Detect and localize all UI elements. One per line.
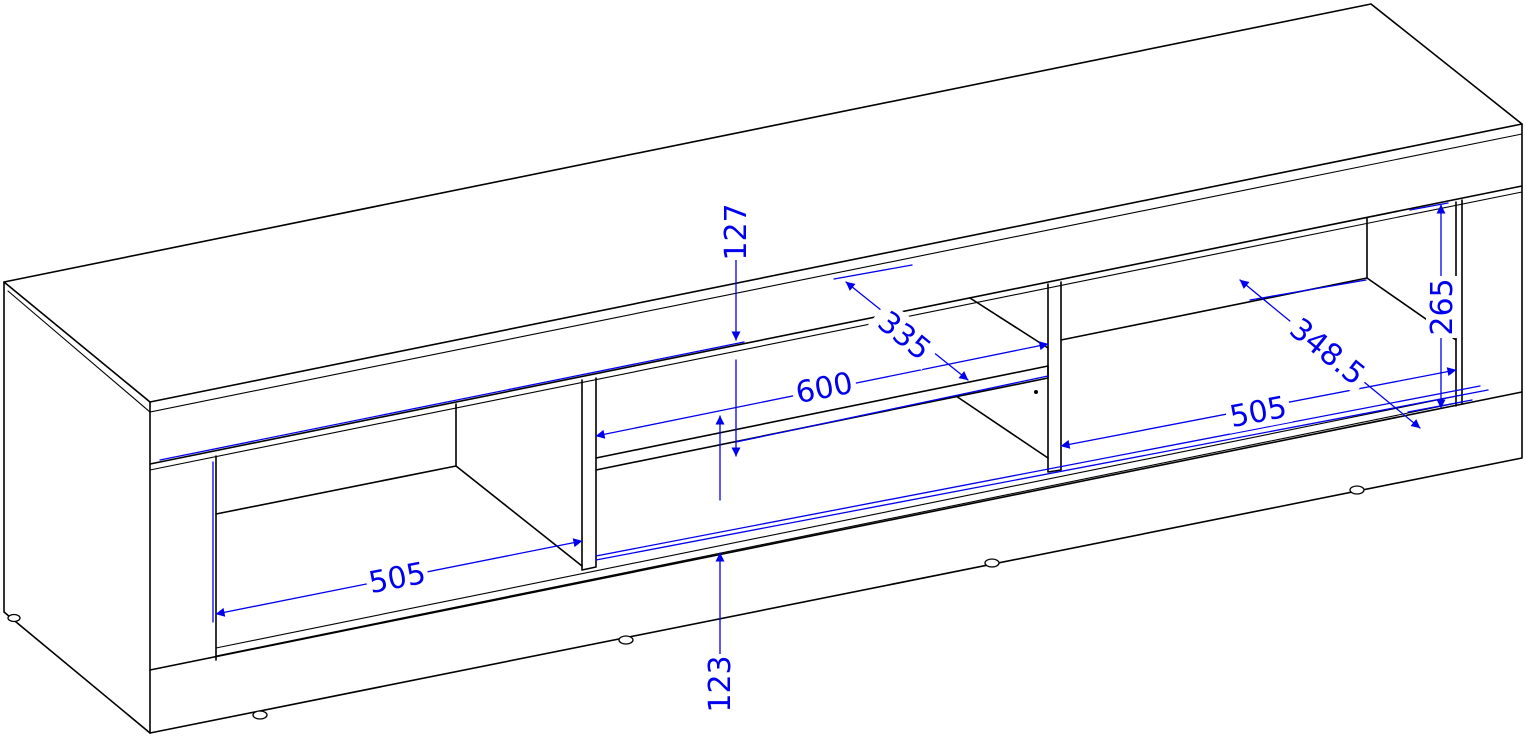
extension-line-right-top [1409,202,1449,211]
dim-label-left-width: 505 [366,556,429,601]
hinge-dot [1034,390,1038,394]
dim-label-right-depth: 348.5 [1283,312,1372,393]
plinth-top-edge [149,391,1523,671]
dimension-lines [159,202,1489,661]
dimension-labels: 505 600 505 127 123 335 348.5 265 [363,203,1460,713]
top-band-shadow-edge [149,191,1523,471]
foot-left-back [7,613,21,623]
foot-right [1349,485,1365,495]
extension-line-right-back [1249,279,1367,301]
top-board-edge [7,133,1523,413]
top-band-bottom-edge [149,185,1523,465]
dim-label-right-width: 505 [1227,390,1290,435]
center-back-upper [969,297,1049,349]
cabinet-outline [3,3,1523,734]
extension-line-bottom [595,389,1489,561]
dim-label-bottom-band: 123 [703,655,738,712]
extension-line-right-bottom [1407,399,1473,413]
extension-line-bottom-2 [595,385,1481,557]
extension-line-mid [735,375,1049,443]
left-side-panel [3,281,151,734]
foot-left-front [252,710,268,720]
extension-line-top-front [159,341,745,461]
left-divider [581,377,597,571]
dim-label-top-band: 127 [719,203,754,260]
left-compartment-floor-line [455,465,583,567]
plinth-inner-edge [215,401,1463,657]
plinth-inner-edge-2 [215,394,1463,649]
dim-label-right-height: 265 [1425,278,1460,335]
right-divider [1047,281,1062,473]
dim-label-center-width: 600 [793,366,856,411]
left-compartment-back [215,403,457,515]
foot-center-back [984,558,1000,568]
front-face [149,123,1523,734]
extension-line-depth-back [833,264,913,280]
foot-center-front [618,635,634,645]
right-compartment-back [1060,217,1368,341]
center-back-lower [955,395,1049,459]
